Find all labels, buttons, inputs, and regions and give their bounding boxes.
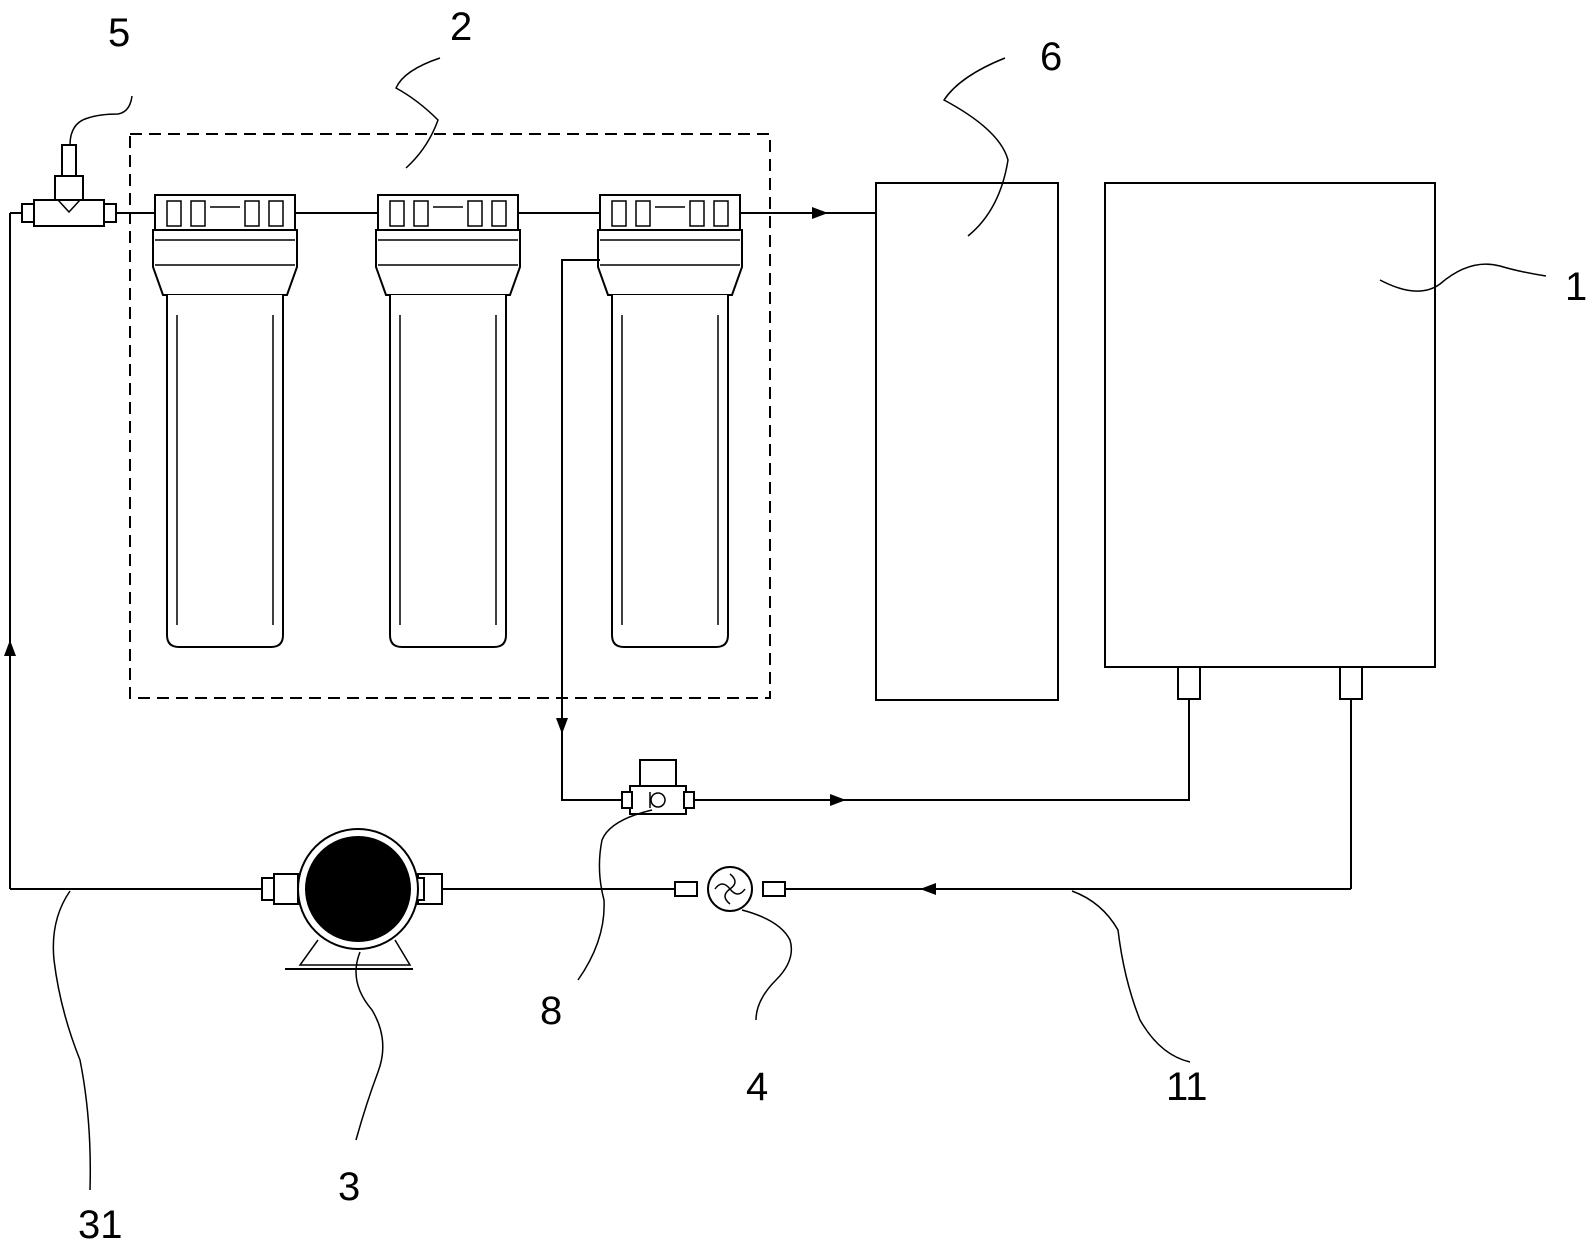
purifier-unit	[875, 182, 1059, 701]
label-pump: 3	[338, 1165, 360, 1209]
leader-line-4	[741, 909, 793, 1021]
filter-housing-3	[597, 194, 743, 648]
filter-housing-2	[375, 194, 521, 648]
flow-arrow-down-icon	[556, 718, 568, 734]
leader-line-2	[395, 57, 441, 169]
drain-pipe	[561, 259, 630, 801]
flow-meter	[674, 866, 786, 912]
leader-line-1	[1379, 263, 1547, 292]
filter-housing-1	[152, 194, 298, 648]
leader-line-5	[69, 95, 133, 146]
tank-outlet-port-2	[1339, 666, 1363, 700]
flow-arrow-left-icon	[920, 883, 936, 895]
sensor-tee-fitting	[21, 144, 117, 227]
tank-outlet-port-1	[1177, 666, 1201, 700]
leader-line-3	[355, 951, 384, 1141]
flow-arrow-right-icon-2	[830, 794, 846, 806]
label-return-pipe: 11	[1166, 1065, 1208, 1109]
label-supply-pipe: 31	[78, 1203, 123, 1244]
filter-assembly-boundary	[129, 133, 771, 699]
leader-line-31	[52, 890, 92, 1191]
pump	[261, 828, 443, 970]
leader-line-11	[1071, 890, 1191, 1063]
leader-line-8	[577, 809, 653, 981]
label-water-tank: 1	[1565, 265, 1587, 309]
label-purifier-unit: 6	[1040, 35, 1062, 79]
tank-return-line	[694, 699, 1190, 801]
label-sensor: 5	[108, 11, 130, 55]
label-valve: 8	[540, 989, 562, 1033]
label-filter-assembly: 2	[450, 5, 472, 49]
label-flow-meter: 4	[746, 1065, 768, 1109]
solenoid-valve	[621, 759, 695, 815]
flow-arrow-up-icon	[4, 640, 16, 656]
water-tank	[1104, 182, 1436, 668]
leader-line-6	[942, 57, 1009, 237]
flow-arrow-right-icon	[812, 207, 828, 219]
